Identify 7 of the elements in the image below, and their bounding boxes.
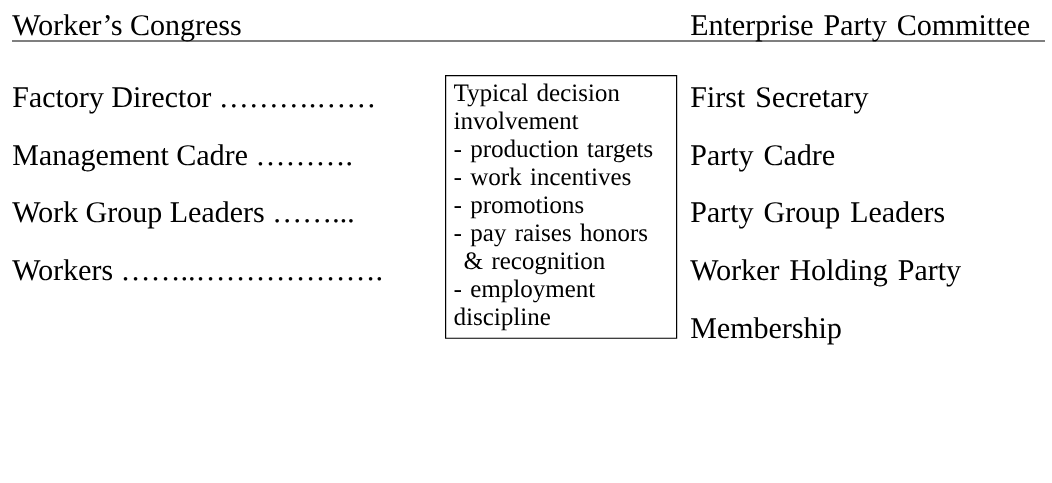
- role-label: Workers ……..……………….: [12, 259, 382, 281]
- role-label: Work Group Leaders ……...: [12, 201, 353, 229]
- text-box: Typical decision involvement - production targets - work incentives - promotions - pay raises honors & recognition - employment discipline: [445, 75, 678, 339]
- column-heading: Worker’s Congress: [12, 14, 241, 42]
- role-label: Management Cadre ……….: [13, 144, 351, 172]
- role-label: Factory Director ……….……: [13, 87, 374, 114]
- column-heading: Enterprise Party Committee: [691, 15, 1030, 42]
